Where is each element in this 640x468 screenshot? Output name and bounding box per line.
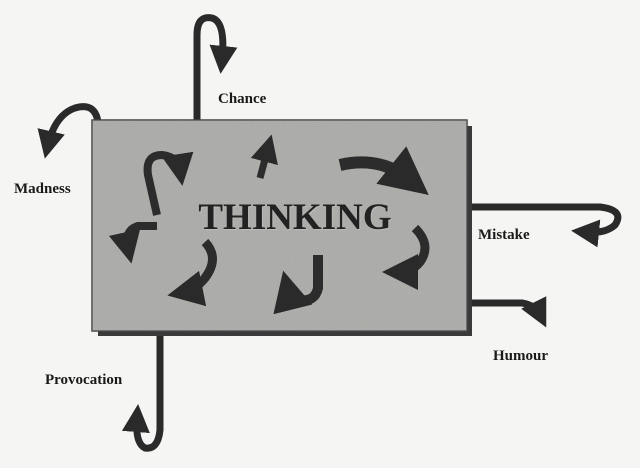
arrow-humour	[470, 296, 547, 328]
inner-arrow-6	[273, 255, 323, 315]
arrow-madness	[37, 103, 102, 159]
inner-arrow-5	[167, 238, 217, 307]
label-mistake: Mistake	[478, 227, 530, 243]
label-chance: Chance	[218, 91, 267, 107]
arrow-mistake	[470, 203, 622, 248]
label-madness: Madness	[14, 181, 71, 197]
inner-arrow-7	[382, 224, 430, 290]
center-label: THINKING	[198, 197, 392, 238]
inner-arrow-2	[108, 222, 157, 264]
inner-arrow-3	[250, 134, 278, 179]
arrow-provocation	[121, 332, 164, 452]
inner-arrow-4	[338, 146, 429, 195]
inner-arrow-1	[143, 150, 194, 216]
label-provocation: Provocation	[45, 372, 123, 388]
arrow-chance	[193, 14, 238, 122]
label-humour: Humour	[493, 348, 549, 364]
